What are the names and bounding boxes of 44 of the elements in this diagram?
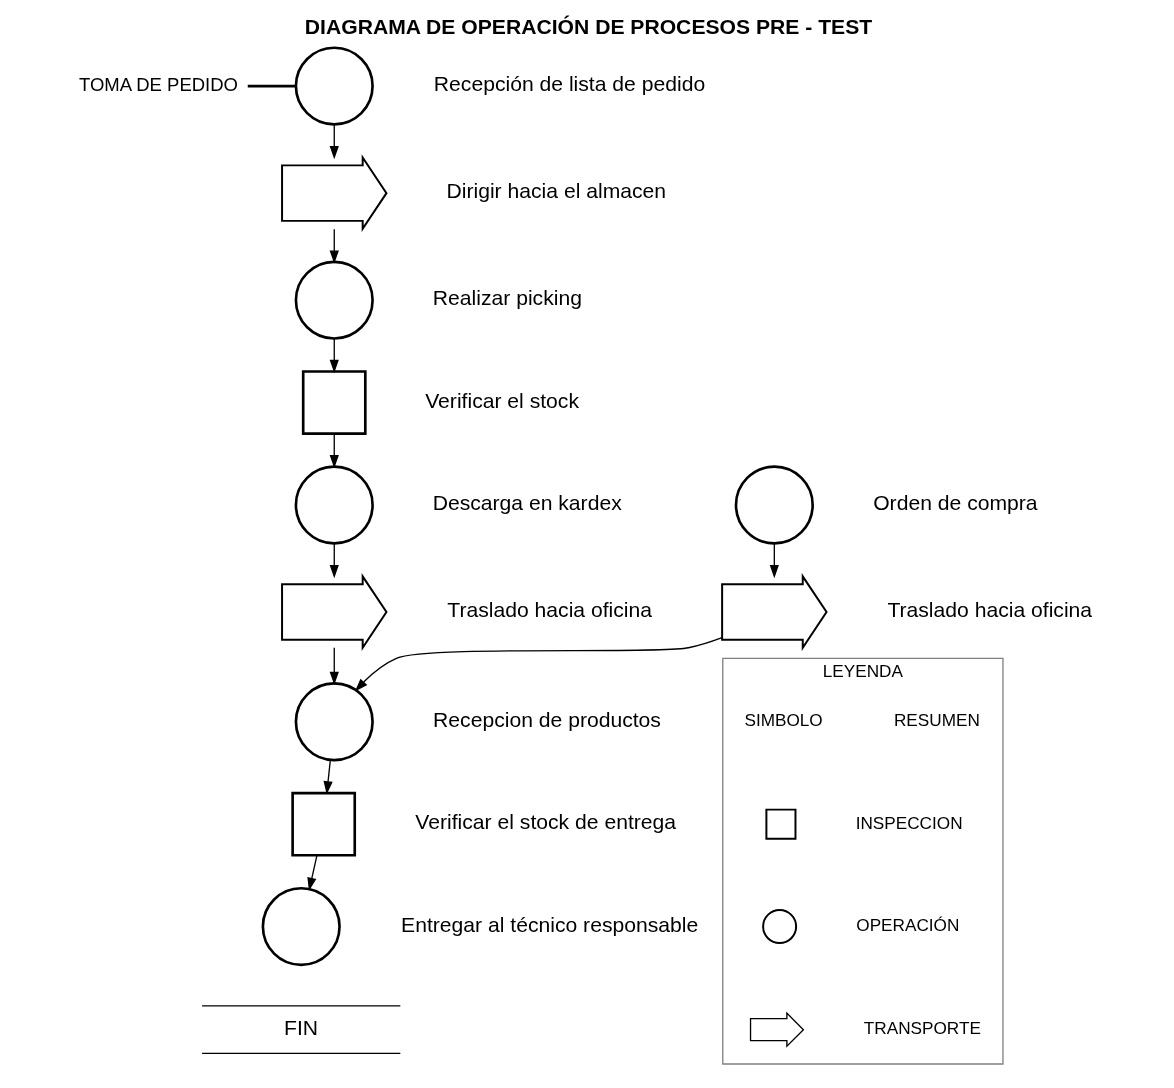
arrow <box>329 123 339 160</box>
arrow <box>769 542 779 579</box>
arrow <box>329 228 339 264</box>
node-text: TOMA DE PEDIDO <box>78 73 238 95</box>
node-label: Traslado hacia oficina <box>887 598 1093 622</box>
arrow <box>323 759 333 795</box>
node-circle <box>734 465 814 545</box>
node-arrow <box>281 573 388 651</box>
node-circle <box>762 909 798 945</box>
node-label: Entregar al técnico responsable <box>401 912 699 936</box>
arrow <box>307 854 318 891</box>
node-arrow <box>721 573 828 651</box>
arrow <box>329 647 339 686</box>
node-circle <box>261 886 341 967</box>
node-label: Verificar el stock <box>425 388 579 412</box>
node-arrow <box>281 154 388 233</box>
node-label: Recepcion de productos <box>433 707 661 731</box>
node-label: Recepción de lista de pedido <box>433 72 706 96</box>
node-label: Orden de compra <box>873 491 1038 515</box>
node-circle <box>294 46 374 126</box>
node-circle <box>294 260 374 340</box>
legend-label: TRANSPORTE <box>863 1018 981 1039</box>
node-label: Verificar el stock de entrega <box>415 810 677 834</box>
legend-label: INSPECCION <box>855 812 963 833</box>
legend-label: OPERACIÓN <box>856 915 960 936</box>
node-arrow <box>749 1011 805 1048</box>
node-label: Dirigir hacia el almacen <box>446 179 667 203</box>
arrow <box>354 636 723 692</box>
arrow <box>329 542 339 579</box>
node-box <box>291 791 357 857</box>
arrow <box>329 433 339 469</box>
label: FIN <box>284 1015 319 1039</box>
node-circle <box>294 465 374 545</box>
label: SIMBOLO <box>744 710 823 731</box>
label: RESUMEN <box>893 710 980 731</box>
node-circle <box>294 682 374 762</box>
node-label: Realizar picking <box>432 286 582 310</box>
node-label: Traslado hacia oficina <box>447 598 653 622</box>
diagram-title: DIAGRAMA DE OPERACIÓN DE PROCESOS PRE - TEST <box>304 15 873 39</box>
connector <box>247 84 296 88</box>
node-box <box>765 808 797 840</box>
node-label: Descarga en kardex <box>432 491 622 515</box>
arrow <box>329 338 339 373</box>
node-box <box>301 370 367 435</box>
